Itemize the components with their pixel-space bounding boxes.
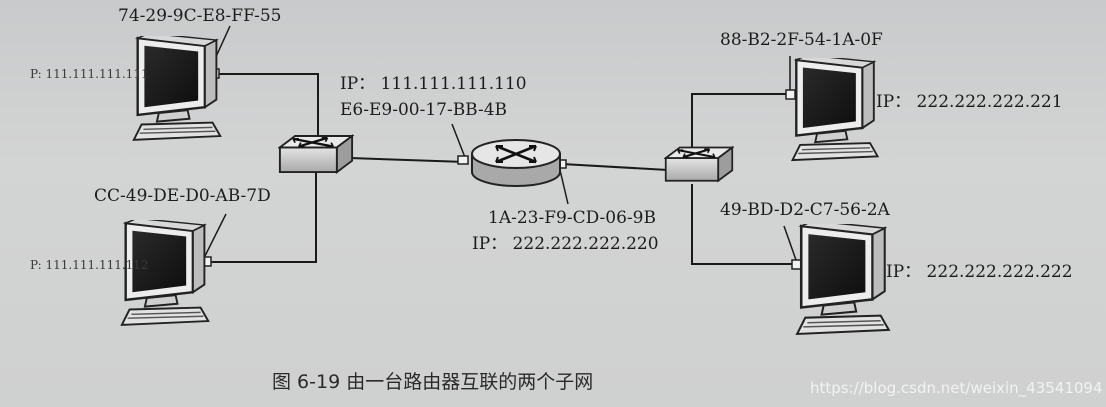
link-h1-switch1 <box>218 73 319 146</box>
router-icon <box>470 138 562 188</box>
host4-ip-label: IP： 222.222.222.222 <box>886 262 1073 282</box>
port-router-left <box>457 155 469 165</box>
link-switch2-h4 <box>691 184 798 265</box>
leader-h4-mac <box>783 225 797 261</box>
host1-ip-label: P: 111.111.111.111 <box>30 67 149 81</box>
router-right-ip-label: IP： 222.222.222.220 <box>472 234 659 254</box>
link-router-switch2 <box>561 163 669 171</box>
switch-icon-right <box>664 146 734 182</box>
watermark-link: https://blog.csdn.net/weixin_43541094 <box>810 379 1103 397</box>
figure-caption: 图 6-19 由一台路由器互联的两个子网 <box>272 371 594 393</box>
host2-mac-label: CC-49-DE-D0-AB-7D <box>94 186 271 206</box>
leader-h2-mac <box>203 213 227 259</box>
host3-mac-label: 88-B2-2F-54-1A-0F <box>720 30 883 50</box>
router-right-mac-label: 1A-23-F9-CD-06-9B <box>488 208 656 228</box>
host2-ip-label: P: 111.111.111.112 <box>30 258 149 272</box>
host4-mac-label: 49-BD-D2-C7-56-2A <box>720 200 890 220</box>
port-h3 <box>785 89 796 100</box>
router-left-ip-label: IP： 111.111.111.110 <box>340 74 527 94</box>
computer-icon-h4 <box>795 224 891 336</box>
leader-router-left <box>451 123 467 161</box>
network-links <box>203 25 798 265</box>
switch-icon-left <box>278 134 354 174</box>
computer-icon-h1 <box>132 36 222 142</box>
link-switch2-h3 <box>691 93 792 148</box>
host3-ip-label: IP： 222.222.222.221 <box>876 92 1063 112</box>
computer-icon-h3 <box>791 58 879 162</box>
link-switch1-router <box>349 157 467 163</box>
leader-router-right <box>559 169 569 205</box>
host1-mac-label: 74-29-9C-E8-FF-55 <box>118 6 282 26</box>
link-h2-switch1 <box>210 172 317 263</box>
router-left-mac-label: E6-E9-00-17-BB-4B <box>340 100 508 120</box>
port-h4 <box>791 259 802 270</box>
